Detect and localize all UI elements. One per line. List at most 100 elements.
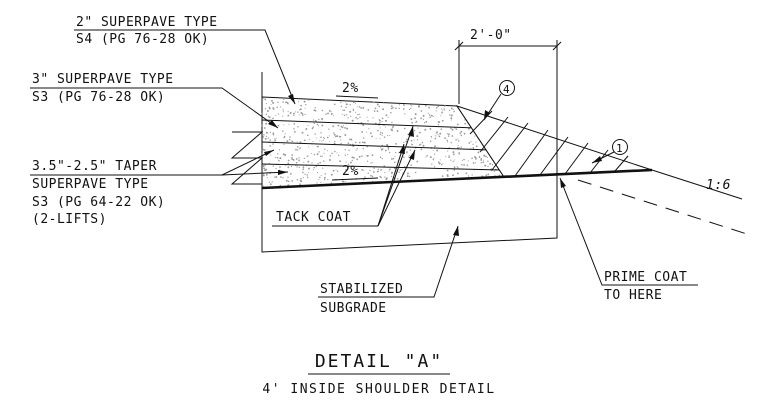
stipple-dot xyxy=(470,141,472,143)
stipple-dot xyxy=(340,143,342,145)
stipple-dot xyxy=(461,159,463,162)
stipple-dot xyxy=(328,159,331,161)
stipple-dot xyxy=(468,142,471,144)
stipple-dot xyxy=(274,138,276,140)
stipple-dot xyxy=(345,161,347,163)
stipple-dot xyxy=(362,148,364,150)
stipple-dot xyxy=(315,165,317,168)
stipple-dot xyxy=(322,139,324,141)
stipple-dot xyxy=(391,171,393,174)
stipple-dot xyxy=(303,139,306,142)
stipple-dot xyxy=(320,136,322,139)
stipple-dot xyxy=(300,105,302,107)
stipple-dot xyxy=(265,131,268,134)
stipple-dot xyxy=(282,115,284,117)
stipple-dot xyxy=(399,104,401,106)
stipple-dot xyxy=(429,127,432,130)
stipple-dot xyxy=(452,160,454,163)
marker-4: 4 xyxy=(483,80,515,121)
stipple-dot xyxy=(480,161,482,164)
stipple-dot xyxy=(287,176,289,178)
stipple-dot xyxy=(391,121,393,124)
stipple-dot xyxy=(329,135,330,137)
stipple-dot xyxy=(330,113,333,115)
stipple-dot xyxy=(384,176,386,178)
stipple-dot xyxy=(285,179,288,182)
stipple-dot xyxy=(341,180,344,183)
stipple-dot xyxy=(264,169,267,171)
stipple-dot xyxy=(309,138,311,140)
stipple-dot xyxy=(451,128,454,131)
stipple-dot xyxy=(357,106,359,108)
stipple-dot xyxy=(433,153,436,155)
stipple-dot xyxy=(272,117,274,120)
prime-coat-line2: TO HERE xyxy=(604,288,662,303)
stipple-dot xyxy=(263,134,265,136)
stipple-dot xyxy=(290,165,293,168)
stipple-dot xyxy=(485,155,487,158)
stipple-dot xyxy=(288,123,290,125)
stipple-dot xyxy=(403,142,405,144)
stipple-dot xyxy=(361,141,364,144)
stipple-dot xyxy=(493,170,495,173)
stipple-dot xyxy=(297,146,299,148)
stipple-dot xyxy=(321,140,323,142)
stipple-dot xyxy=(298,114,300,116)
callout-s3: 3" SUPERPAVE TYPE S3 (PG 76-28 OK) xyxy=(30,72,279,129)
stipple-dot xyxy=(364,176,366,178)
stipple-dot xyxy=(350,115,352,117)
stipple-dot xyxy=(290,173,292,175)
stipple-dot xyxy=(450,107,453,110)
stipple-dot xyxy=(316,153,319,156)
stipple-dot xyxy=(299,183,302,186)
slope-bottom-label: 2% xyxy=(342,164,359,179)
stipple-dot xyxy=(334,140,336,143)
stipple-dot xyxy=(396,130,399,132)
stipple-dot xyxy=(263,98,265,100)
stipple-dot xyxy=(268,116,271,119)
stipple-dot xyxy=(349,161,352,164)
stipple-dot xyxy=(294,131,296,133)
stipple-dot xyxy=(330,182,333,184)
stipple-dot xyxy=(366,131,368,133)
stipple-dot xyxy=(276,156,279,159)
stipple-dot xyxy=(298,157,300,159)
stipple-dot xyxy=(312,119,315,121)
stipple-dot xyxy=(456,123,459,126)
stipple-dot xyxy=(366,145,369,148)
stipple-dot xyxy=(269,183,272,186)
stipple-dot xyxy=(280,176,282,178)
stipple-dot xyxy=(359,116,361,119)
stipple-dot xyxy=(287,159,290,162)
stipple-dot xyxy=(289,136,291,138)
stipple-dot xyxy=(380,169,382,171)
stipple-dot xyxy=(357,122,359,124)
stipple-dot xyxy=(443,109,445,111)
stipple-dot xyxy=(338,154,340,156)
stipple-dot xyxy=(343,114,346,117)
stipple-dot xyxy=(324,148,326,150)
stipple-dot xyxy=(380,131,382,133)
stipple-dot xyxy=(287,180,290,183)
stipple-dot xyxy=(441,163,443,165)
s4-line1: 2" SUPERPAVE TYPE xyxy=(76,15,218,30)
shoulder-wedge xyxy=(455,105,653,178)
stipple-dot xyxy=(414,171,417,174)
stipple-dot xyxy=(382,108,385,111)
stipple-dot xyxy=(441,110,443,112)
stipple-dot xyxy=(463,158,465,161)
stipple-dot xyxy=(433,166,436,168)
stipple-dot xyxy=(387,149,390,151)
stipple-dot xyxy=(358,155,361,158)
stipple-dot xyxy=(318,151,320,153)
stipple-dot xyxy=(379,133,382,136)
stipple-dot xyxy=(314,133,316,135)
stipple-dot xyxy=(473,156,476,158)
stipple-dot xyxy=(385,149,387,152)
stipple-dot xyxy=(261,112,264,115)
stipple-dot xyxy=(264,108,267,110)
stipple-dot xyxy=(275,176,278,178)
stipple-dot xyxy=(295,161,298,164)
stipple-dot xyxy=(380,176,382,179)
taper-line4: (2-LIFTS) xyxy=(32,212,107,227)
